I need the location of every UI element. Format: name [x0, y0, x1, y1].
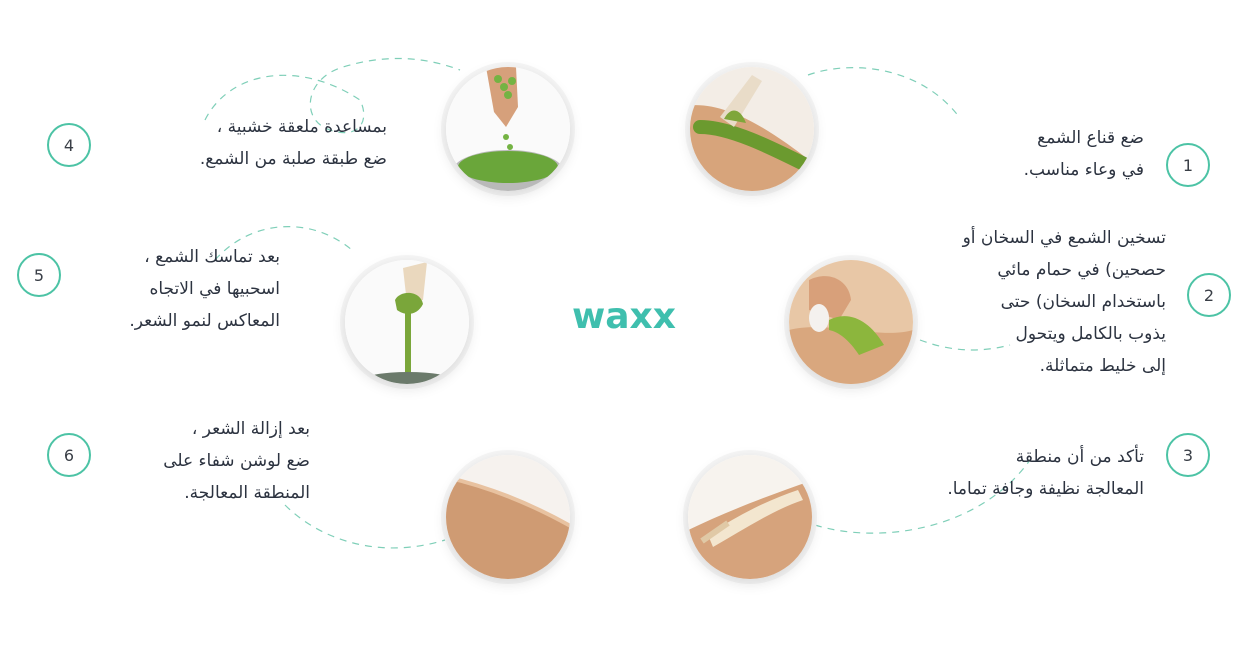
step-6-line-1: بعد إزالة الشعر ،	[191, 419, 310, 439]
step-5-photo	[345, 260, 469, 384]
step-3-line-2: المعالجة نظيفة وجافة تماما.	[947, 479, 1144, 499]
waxx-logo-text: waxx	[572, 296, 676, 337]
step-3-number: 3	[1166, 433, 1210, 477]
step-2-photo	[789, 260, 913, 384]
step-2-line-4: يذوب بالكامل ويتحول	[1015, 324, 1167, 344]
step-2-number: 2	[1187, 273, 1231, 317]
step-6-line-2: ضع لوشن شفاء على	[163, 451, 310, 471]
wax-spatula-on-leg-image	[690, 67, 814, 191]
step-5-line-3: المعاكس لنمو الشعر.	[129, 311, 280, 331]
step-2-line-5: إلى خليط متماثلة.	[1039, 356, 1166, 376]
peeling-wax-strip-image	[789, 260, 913, 384]
step-2-line-1: تسخين الشمع في السخان أو	[962, 228, 1166, 248]
step-3-photo	[688, 455, 812, 579]
step-3-text: تأكد من أن منطقة المعالجة نظيفة وجافة تم…	[947, 441, 1144, 505]
step-2-line-2: حصحين) في حمام مائي	[997, 260, 1166, 280]
step-4-photo	[446, 67, 570, 191]
step-5-text: بعد تماسك الشمع ، اسحبيها في الاتجاه الم…	[129, 241, 280, 337]
step-5-line-2: اسحبيها في الاتجاه	[149, 279, 280, 299]
step-4-line-1: بمساعدة ملعقة خشبية ،	[216, 117, 387, 137]
step-6-text: بعد إزالة الشعر ، ضع لوشن شفاء على المنط…	[163, 413, 310, 509]
step-4-line-2: ضع طبقة صلبة من الشمع.	[199, 149, 387, 169]
step-4-text: بمساعدة ملعقة خشبية ، ضع طبقة صلبة من ال…	[200, 111, 387, 175]
step-2-text: تسخين الشمع في السخان أو حصحين) في حمام …	[963, 222, 1166, 382]
step-6-photo	[446, 455, 570, 579]
step-2-line-3: باستخدام السخان) حتى	[1000, 292, 1166, 312]
smooth-skin-image	[446, 455, 570, 579]
step-1-text: ضع قناع الشمع في وعاء مناسب.	[1024, 122, 1144, 186]
wax-beads-in-pot-image	[446, 67, 570, 191]
step-1-line-1: ضع قناع الشمع	[1037, 128, 1144, 148]
wax-applied-on-skin-image	[688, 455, 812, 579]
step-5-number: 5	[17, 253, 61, 297]
step-1-number: 1	[1166, 143, 1210, 187]
step-3-line-1: تأكد من أن منطقة	[1015, 447, 1144, 467]
step-1-line-2: في وعاء مناسب.	[1023, 160, 1144, 180]
waxx-logo: waxx	[572, 296, 676, 337]
step-6-line-3: المنطقة المعالجة.	[184, 483, 310, 503]
step-5-line-1: بعد تماسك الشمع ،	[144, 247, 280, 267]
step-6-number: 6	[47, 433, 91, 477]
dripping-wax-spatula-image	[345, 260, 469, 384]
step-4-number: 4	[47, 123, 91, 167]
step-1-photo	[690, 67, 814, 191]
